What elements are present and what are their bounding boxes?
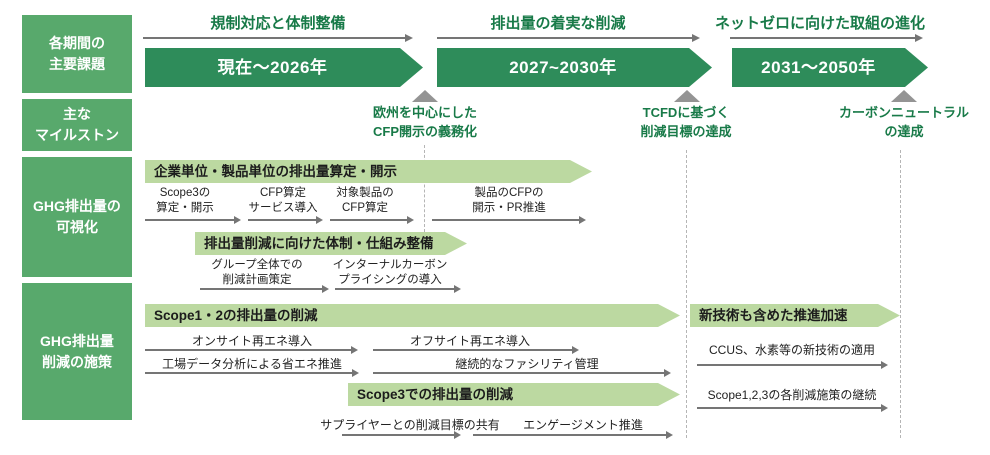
task-arrow xyxy=(330,216,414,223)
section-bar-emissions-calculation: 企業単位・製品単位の排出量算定・開示 xyxy=(145,160,592,183)
sidebar-label-line: 削減の施策 xyxy=(42,353,112,370)
milestone-label-line: 削減目標の達成 xyxy=(640,123,732,139)
task-label-group-reduction-plan: グループ全体での 削減計画策定 xyxy=(187,258,327,288)
task-label-line: インターナルカーボン xyxy=(332,259,448,271)
task-label-scope3-disclosure: Scope3の 算定・開示 xyxy=(135,186,235,216)
task-label-line: 削減計画策定 xyxy=(222,273,292,286)
task-label-line: CFP算定 xyxy=(342,201,388,214)
milestone-label-line: TCFDに基づく xyxy=(642,105,730,120)
task-arrow xyxy=(697,361,888,368)
milestone-label-line: カーボンニュートラル xyxy=(838,105,969,120)
task-label-target-product-cfp: 対象製品の CFP算定 xyxy=(315,186,415,216)
task-arrow xyxy=(145,346,358,353)
phase-label-period3: ネットゼロに向けた取組の進化 xyxy=(714,15,925,32)
task-label-line: Scope3の xyxy=(159,187,211,199)
sidebar-label-line: 各期間の xyxy=(49,35,105,51)
sidebar-row-period-issues: 各期間の 主要課題 xyxy=(22,15,132,93)
task-arrow xyxy=(145,369,359,376)
task-label-internal-carbon-pricing: インターナルカーボン プライシングの導入 xyxy=(310,258,470,288)
period-chevron-3: 2031〜2050年 xyxy=(732,48,928,87)
task-label-onsite-renewable: オンサイト再エネ導入 xyxy=(191,334,312,348)
task-label-cfp-service: CFP算定 サービス導入 xyxy=(233,186,333,216)
sidebar-label-line: GHG排出量 xyxy=(40,332,114,349)
task-arrow xyxy=(145,216,241,223)
milestone-label-line: 欧州を中心にした xyxy=(372,105,477,120)
task-arrow xyxy=(335,285,461,292)
task-label-engagement: エンゲージメント推進 xyxy=(523,418,643,432)
task-arrow xyxy=(432,216,586,223)
task-label-facility-management: 継続的なファシリティ管理 xyxy=(455,357,599,371)
sidebar-row-milestones: 主な マイルストン xyxy=(22,99,132,151)
milestone-triangle-icon xyxy=(412,90,438,102)
section-bar-scope12-reduction: Scope1・2の排出量の削減 xyxy=(145,304,680,327)
phase-arrow-period3 xyxy=(730,34,923,42)
task-label-offsite-renewable: オフサイト再エネ導入 xyxy=(409,334,530,348)
sidebar-label-line: 主要課題 xyxy=(49,56,105,72)
milestone-label-carbon-neutral: カーボンニュートラル の達成 xyxy=(794,104,990,142)
milestone-label-line: CFP開示の義務化 xyxy=(372,123,477,139)
task-label-factory-data-analysis: 工場データ分析による省エネ推進 xyxy=(162,357,342,371)
task-arrow xyxy=(373,369,671,376)
task-label-line: グループ全体での xyxy=(211,259,303,271)
phase-label-period2: 排出量の着実な削減 xyxy=(490,15,626,32)
sidebar-label-line: マイルストン xyxy=(35,127,119,143)
period-divider-dashed-line xyxy=(686,150,687,438)
task-label-supplier-target-sharing: サプライヤーとの削減目標の共有 xyxy=(320,418,500,432)
task-label-product-cfp-pr: 製品のCFPの 開示・PR推進 xyxy=(449,186,569,216)
milestone-triangle-icon xyxy=(891,90,917,102)
section-bar-new-technology: 新技術も含めた推進加速 xyxy=(690,304,900,327)
period-chevron-2: 2027~2030年 xyxy=(437,48,712,87)
sidebar-label-line: 可視化 xyxy=(56,219,98,235)
sidebar-label-line: GHG排出量の xyxy=(33,198,121,214)
task-label-ccus-hydrogen: CCUS、水素等の新技術の適用 xyxy=(708,343,875,357)
task-arrow xyxy=(200,285,329,292)
phase-arrow-period2 xyxy=(437,34,700,42)
milestone-label-tcfd: TCFDに基づく 削減目標の達成 xyxy=(586,104,786,142)
phase-arrow-period1 xyxy=(143,34,413,42)
period-divider-dashed-line xyxy=(424,145,425,232)
phase-label-period1: 規制対応と体制整備 xyxy=(210,15,346,32)
task-label-line: 算定・開示 xyxy=(156,201,214,214)
task-arrow xyxy=(473,431,673,438)
milestone-label-cfp: 欧州を中心にした CFP開示の義務化 xyxy=(325,104,525,142)
sidebar-label-line: 主な xyxy=(63,106,91,122)
task-arrow xyxy=(248,216,323,223)
sidebar-row-reduction-measures: GHG排出量 削減の施策 xyxy=(22,283,132,420)
milestone-label-line: の達成 xyxy=(884,123,924,139)
section-bar-system-preparation: 排出量削減に向けた体制・仕組み整備 xyxy=(195,232,467,255)
task-label-line: 対象製品の xyxy=(336,187,394,199)
task-label-scope123-continuation: Scope1,2,3の各削減施策の継続 xyxy=(707,388,877,402)
task-label-line: CFP算定 xyxy=(260,187,306,199)
section-bar-scope3-reduction: Scope3での排出量の削減 xyxy=(348,383,680,406)
task-label-line: 製品のCFPの xyxy=(474,187,544,199)
task-arrow xyxy=(697,404,888,411)
task-label-line: 開示・PR推進 xyxy=(472,201,546,214)
period-chevron-1: 現在〜2026年 xyxy=(145,48,423,87)
task-label-line: プライシングの導入 xyxy=(338,273,442,286)
task-arrow xyxy=(373,346,579,353)
period-divider-dashed-line xyxy=(900,150,901,438)
sidebar-row-visualization: GHG排出量の 可視化 xyxy=(22,157,132,277)
task-label-line: サービス導入 xyxy=(248,201,318,214)
task-arrow xyxy=(342,431,461,438)
milestone-triangle-icon xyxy=(674,90,700,102)
